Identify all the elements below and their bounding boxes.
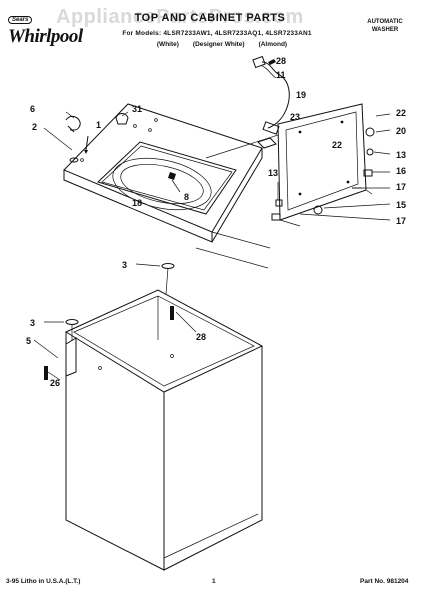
washer-top-assembly [63, 103, 301, 269]
callout-16: 16 [396, 166, 406, 176]
cabinet-screws [33, 263, 197, 381]
model-list: For Models: 4LSR7233AW1, 4LSR7233AQ1, 4L… [122, 30, 312, 37]
lid-screw [168, 172, 181, 193]
callout-3-a: 3 [122, 260, 127, 270]
part-number: Part No. 981204 [360, 578, 409, 585]
callout-6: 6 [30, 104, 35, 114]
litho-note: 3-95 Litho in U.S.A.(L.T.) [6, 578, 81, 585]
color-white: (White) [156, 41, 179, 48]
callout-11: 11 [276, 70, 286, 80]
product-type-line-1: AUTOMATIC [367, 19, 403, 25]
callout-28-mid: 28 [196, 332, 206, 342]
page-number: 1 [212, 578, 216, 585]
brand-badge: Sears [8, 16, 33, 24]
left-small-parts [43, 111, 129, 163]
callout-8: 8 [184, 192, 189, 202]
color-variants: (White) (Designer White) (Almond) [122, 41, 322, 48]
whirlpool-logo: Sears Whirlpool [8, 16, 83, 47]
product-type: AUTOMATIC WASHER [355, 18, 415, 34]
callout-3-b: 3 [30, 318, 35, 328]
callout-17-a: 17 [396, 182, 406, 192]
callout-20: 20 [396, 126, 406, 136]
callout-22-a: 22 [396, 108, 406, 118]
callout-23: 23 [290, 112, 300, 122]
callout-2: 2 [32, 122, 37, 132]
console-panel [277, 103, 373, 227]
cabinet [64, 289, 264, 571]
watermark: AppliancePartsPros.com [56, 6, 304, 28]
panel-fasteners [271, 113, 391, 221]
callout-13-a: 13 [396, 150, 406, 160]
lid-switch [257, 137, 277, 149]
callout-22-b: 22 [332, 140, 342, 150]
callout-28-top: 28 [276, 56, 286, 66]
callout-15: 15 [396, 200, 406, 210]
callout-18: 18 [132, 198, 142, 208]
page-title: TOP AND CABINET PARTS [134, 12, 286, 24]
callout-13-b: 13 [268, 168, 278, 178]
product-type-line-2: WASHER [371, 27, 399, 33]
brand-name: Whirlpool [8, 26, 83, 47]
wire-harness [252, 55, 290, 135]
callout-31: 31 [132, 104, 142, 114]
callout-17-b: 17 [396, 216, 406, 226]
callout-1: 1 [96, 120, 101, 130]
callout-19: 19 [296, 90, 306, 100]
color-designer-white: (Designer White) [192, 41, 245, 48]
callout-26: 26 [50, 378, 60, 388]
color-almond: (Almond) [258, 41, 288, 48]
callout-5: 5 [26, 336, 31, 346]
